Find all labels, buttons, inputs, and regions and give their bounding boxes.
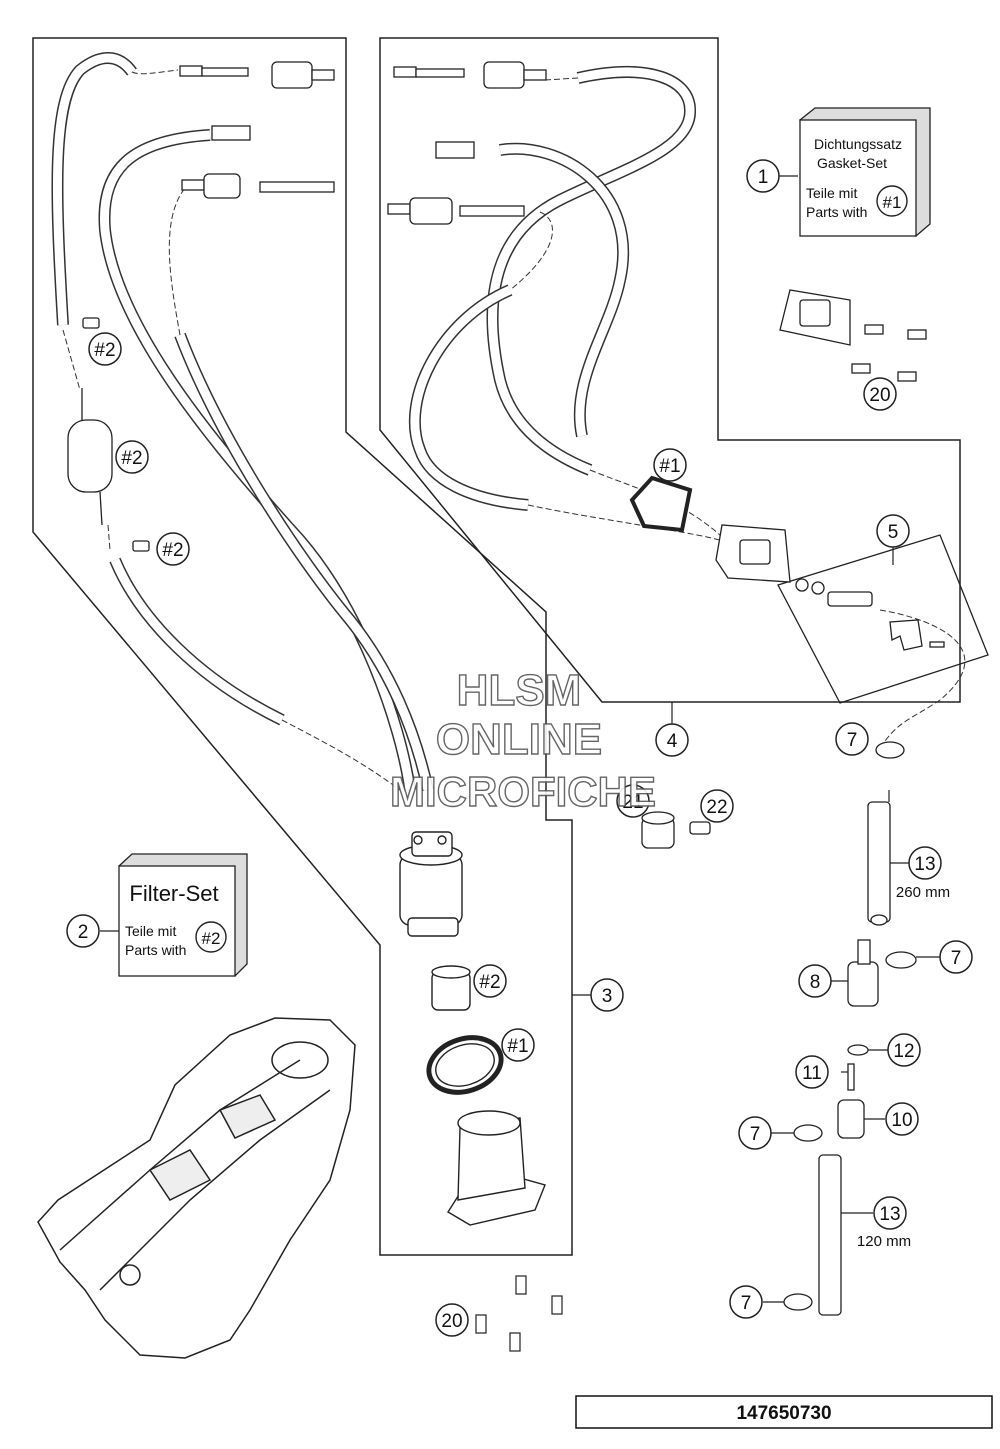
svg-text:5: 5 [888, 522, 899, 543]
gasket-set-title-de: Dichtungssatz [814, 136, 902, 152]
svg-text:2: 2 [78, 922, 89, 943]
svg-text:4: 4 [667, 731, 678, 752]
callout-20-a[interactable]: 20 [863, 377, 897, 411]
svg-text:#1: #1 [659, 456, 680, 477]
group-5-outline [777, 534, 989, 704]
svg-text:#1: #1 [507, 1036, 528, 1057]
callout-13-a[interactable]: 13 [908, 846, 942, 880]
svg-text:13: 13 [879, 1204, 900, 1225]
callout-22[interactable]: 22 [700, 789, 734, 823]
left-connectors [67, 61, 335, 552]
fuel-tank [37, 1017, 356, 1359]
group-3-outline [32, 37, 573, 1256]
svg-text:20: 20 [869, 385, 890, 406]
callout-2[interactable]: 2 [66, 914, 100, 948]
gasket-set-box: Dichtungssatz Gasket-Set Teile mit Parts… [799, 107, 931, 237]
callouts: 1 2 3 4 5 7 7 7 7 8 10 11 12 13 13 20 20… [66, 159, 973, 1337]
part-number-box: 147650730 [575, 1395, 993, 1429]
gasket-set-title-en: Gasket-Set [817, 155, 887, 171]
svg-text:13: 13 [914, 854, 935, 875]
gasket-set-line-de: Teile mit [806, 185, 857, 201]
filter-set-ref: #2 [202, 929, 221, 948]
svg-text:#2: #2 [479, 972, 500, 993]
group-5-parts [795, 578, 945, 651]
svg-text:10: 10 [891, 1110, 912, 1131]
watermark-line3: MICROFICHE [390, 768, 656, 815]
svg-text:7: 7 [741, 1293, 752, 1314]
svg-text:20: 20 [441, 1311, 462, 1332]
filter-set-box: Filter-Set Teile mit Parts with #2 [118, 853, 248, 977]
callout-ref1-a[interactable]: #1 [653, 448, 687, 482]
gasket-set-line-en: Parts with [806, 204, 867, 220]
callout-11[interactable]: 11 [795, 1055, 829, 1089]
callout-12[interactable]: 12 [887, 1033, 921, 1067]
svg-text:12: 12 [893, 1041, 914, 1062]
callout-ref2-d[interactable]: #2 [473, 964, 507, 998]
callout-7-b[interactable]: 7 [939, 940, 973, 974]
svg-text:#2: #2 [121, 448, 142, 469]
svg-text:7: 7 [750, 1124, 761, 1145]
callout-4[interactable]: 4 [655, 723, 689, 757]
gasket-set-ref: #1 [883, 193, 902, 212]
fuel-pump [399, 831, 463, 937]
leader-lines [100, 175, 941, 1303]
callout-5[interactable]: 5 [876, 514, 910, 548]
watermark: HLSM ONLINE MICROFICHE [389, 665, 656, 815]
svg-text:7: 7 [847, 730, 858, 751]
svg-text:8: 8 [810, 972, 821, 993]
hose-length-120: 120 mm [857, 1233, 911, 1250]
watermark-line2: ONLINE [436, 715, 602, 764]
svg-text:22: 22 [706, 797, 727, 818]
callout-7-d[interactable]: 7 [729, 1285, 763, 1319]
callout-ref2-a[interactable]: #2 [88, 332, 122, 366]
svg-text:1: 1 [758, 167, 769, 188]
screws-bottom [475, 1275, 563, 1352]
svg-text:11: 11 [802, 1063, 822, 1084]
left-hoses [51, 52, 434, 792]
callout-20-b[interactable]: 20 [435, 1303, 469, 1337]
svg-text:21: 21 [622, 792, 643, 813]
callout-21[interactable]: 21 [616, 784, 650, 818]
svg-text:#2: #2 [94, 340, 115, 361]
right-connectors [387, 61, 927, 583]
filter-set-line-en: Parts with [125, 942, 186, 958]
callout-1[interactable]: 1 [746, 159, 780, 193]
group-4-outline [379, 37, 961, 703]
callout-ref2-c[interactable]: #2 [156, 532, 190, 566]
callout-ref2-b[interactable]: #2 [115, 440, 149, 474]
svg-text:3: 3 [602, 986, 613, 1007]
callout-10[interactable]: 10 [885, 1102, 919, 1136]
svg-text:#2: #2 [162, 540, 183, 561]
filter-set-line-de: Teile mit [125, 923, 176, 939]
hose-length-260: 260 mm [896, 884, 950, 901]
part-number: 147650730 [736, 1403, 831, 1424]
callout-8[interactable]: 8 [798, 964, 832, 998]
callout-3[interactable]: 3 [590, 978, 624, 1012]
callout-13-b[interactable]: 13 [873, 1196, 907, 1230]
callout-7-c[interactable]: 7 [738, 1116, 772, 1150]
right-hoses [408, 66, 966, 746]
svg-text:7: 7 [951, 948, 962, 969]
right-column-parts [783, 741, 917, 1316]
watermark-line1: HLSM [457, 666, 582, 715]
filter-set-title: Filter-Set [129, 881, 218, 906]
pump-parts [426, 965, 546, 1226]
parts-21-22 [641, 811, 711, 849]
callout-ref1-b[interactable]: #1 [501, 1028, 535, 1062]
callout-7-a[interactable]: 7 [835, 722, 869, 756]
